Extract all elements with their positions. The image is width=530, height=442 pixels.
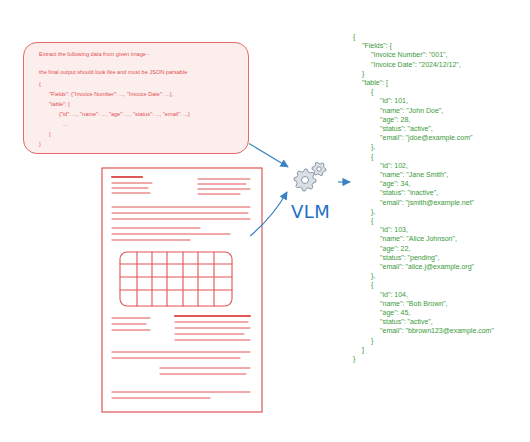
json-line: } — [353, 355, 355, 362]
gear-hub — [317, 167, 321, 171]
json-line: } — [362, 70, 364, 77]
json-line: "status": "active", — [380, 318, 433, 325]
prompt-text: the final output should look like and mu… — [39, 70, 187, 76]
prompt-text: ... — [63, 122, 68, 128]
json-line: "id": 102, — [380, 162, 408, 169]
prompt-text: "Fields": {"Invoice Number": ..., "Invoi… — [49, 92, 173, 98]
json-line: { — [371, 281, 373, 288]
json-line: "age": 45, — [380, 309, 410, 316]
json-line: "email": "alice.j@example.org" — [380, 263, 474, 270]
json-line: "age": 28, — [380, 116, 410, 123]
json-line: } — [371, 337, 373, 344]
json-line: { — [371, 88, 373, 95]
json-line: "status": "active", — [380, 125, 433, 132]
json-line: "email": "jdoe@example.com" — [380, 134, 473, 141]
json-line: }, — [371, 208, 375, 215]
vlm-label: VLM — [291, 203, 330, 221]
flow-arrow — [249, 143, 288, 167]
json-line: "status": "inactive", — [380, 189, 438, 196]
gear-hub — [302, 177, 309, 184]
json-line: "age": 34, — [380, 180, 410, 187]
json-line: "name": "Alice Johnson", — [380, 235, 457, 242]
gear-shape — [312, 162, 326, 176]
json-line: "id": 103, — [380, 226, 408, 233]
json-line: "status": "pending", — [380, 254, 439, 261]
json-line: }, — [371, 143, 375, 150]
prompt-text: {"id": ..., "name": ..., "age": ..., "st… — [59, 112, 190, 118]
json-line: { — [353, 33, 355, 40]
json-line: "email": "bbrown123@example.com" — [380, 327, 494, 334]
prompt-text: } — [39, 142, 41, 148]
json-line: }, — [371, 272, 375, 279]
gear-icon — [288, 158, 338, 202]
json-line: "table": [ — [362, 79, 388, 86]
prompt-text: { — [39, 82, 41, 88]
json-line: "id": 104, — [380, 291, 408, 298]
json-line: "name": "John Doe", — [380, 107, 443, 114]
gear-shape — [294, 169, 316, 191]
prompt-text: "table": [ — [49, 102, 70, 108]
document-lines — [112, 177, 250, 240]
prompt-box: Extract the following data from given im… — [23, 42, 249, 154]
prompt-text: Extract the following data from given im… — [39, 52, 149, 58]
json-line: "id": 101, — [380, 97, 408, 104]
document-sketch — [102, 168, 262, 412]
json-line: "name": "Jane Smith", — [380, 171, 448, 178]
json-output: { "Fields": { "Invoice Number": "001", "Inv… — [350, 33, 520, 373]
json-line: "email": "jsmith@example.net" — [380, 199, 474, 206]
json-line: "Fields": { — [362, 42, 392, 49]
json-line: "age": 22, — [380, 245, 410, 252]
document-lines — [112, 316, 250, 398]
json-line: { — [371, 153, 373, 160]
document-table — [120, 252, 232, 306]
json-line: "Invoice Date": "2024/12/12", — [371, 61, 461, 68]
flow-arrow — [338, 181, 350, 182]
document-page — [102, 168, 262, 412]
input-arrow — [250, 192, 287, 236]
json-line: { — [371, 217, 373, 224]
json-line: ] — [362, 346, 364, 353]
prompt-text: ] — [49, 132, 51, 138]
json-line: "name": "Bob Brown", — [380, 300, 448, 307]
vlm-node: VLM — [288, 158, 338, 224]
json-line: "Invoice Number": "001", — [371, 51, 447, 58]
